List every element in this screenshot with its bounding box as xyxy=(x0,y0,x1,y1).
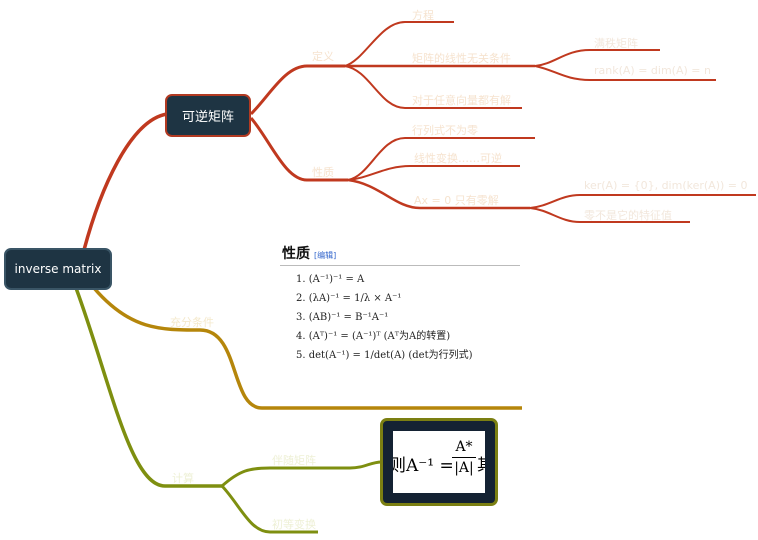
sub-label-7[interactable]: 线性变换……可逆 xyxy=(414,152,502,165)
edge-prop-3 xyxy=(347,178,530,210)
prop-branch-label[interactable]: 性质 xyxy=(312,166,334,179)
def-label[interactable]: 定义 xyxy=(312,50,334,63)
property-item-2: 2. (λA)⁻¹ = 1/λ × A⁻¹ xyxy=(296,293,402,304)
invertible-matrix-node[interactable]: 可逆矩阵 xyxy=(165,94,251,137)
sub-label-8[interactable]: Ax = 0 只有零解 xyxy=(414,194,499,207)
formula-left: 则A⁻¹ = xyxy=(393,456,454,476)
edge-main-def xyxy=(249,64,345,116)
property-item-5: 5. det(A⁻¹) = 1/det(A) (det为行列式) xyxy=(296,350,473,361)
edge-def-1 xyxy=(344,21,454,67)
sub-label-5[interactable]: rank(A) = dim(A) = n xyxy=(594,64,711,77)
sub-label-6[interactable]: 行列式不为零 xyxy=(412,124,478,137)
invertible-matrix-label: 可逆矩阵 xyxy=(181,110,234,125)
property-item-1: 1. (A⁻¹)⁻¹ = A xyxy=(296,274,365,285)
edge-root-props xyxy=(92,286,522,410)
root-node[interactable]: inverse matrix xyxy=(4,248,112,290)
edge-def-3 xyxy=(344,65,522,109)
formula-tail: 其 xyxy=(477,451,485,475)
formula-image: 则A⁻¹ = A* |A| 其 xyxy=(393,431,485,493)
calc-label[interactable]: 计算 xyxy=(172,472,194,485)
properties-title: 性质[编辑] xyxy=(282,246,337,262)
edge-prop-2 xyxy=(347,165,520,181)
formula-numerator: A* xyxy=(452,439,476,458)
edge-root-calc xyxy=(74,287,222,488)
edge-main-prop xyxy=(249,117,348,182)
property-item-3: 3. (AB)⁻¹ = B⁻¹A⁻¹ xyxy=(296,312,389,323)
calc-sub-label-2[interactable]: 初等变换 xyxy=(272,518,316,531)
edge-cond-1 xyxy=(534,49,660,67)
properties-label[interactable]: 充分条件 xyxy=(170,316,214,329)
calc-sub-label-1[interactable]: 伴随矩阵 xyxy=(272,454,316,467)
edge-prop-3a xyxy=(529,194,756,209)
sub-label-1[interactable]: 方程 xyxy=(412,9,434,22)
edge-prop-3b xyxy=(529,207,690,223)
edge-calc-1 xyxy=(221,460,383,488)
adjugate-formula-node[interactable]: 则A⁻¹ = A* |A| 其 xyxy=(380,418,498,506)
formula-fraction: A* |A| xyxy=(452,439,476,476)
root-label: inverse matrix xyxy=(14,262,102,276)
property-item-4: 4. (Aᵀ)⁻¹ = (A⁻¹)ᵀ (Aᵀ为A的转置) xyxy=(296,331,451,342)
edge-prop-1 xyxy=(347,137,535,181)
edit-link[interactable]: [编辑] xyxy=(314,251,337,260)
formula-denominator: |A| xyxy=(454,460,474,476)
sub-label-4[interactable]: 满秩矩阵 xyxy=(594,37,638,50)
properties-card: 性质[编辑] 1. (A⁻¹)⁻¹ = A 2. (λA)⁻¹ = 1/λ × … xyxy=(280,243,522,381)
edge-cond-2 xyxy=(534,65,716,81)
edge-calc-2 xyxy=(220,484,318,534)
properties-divider xyxy=(280,265,520,266)
edge-root-main xyxy=(82,112,168,251)
sub-label-10[interactable]: 零不是它的特征值 xyxy=(584,209,672,222)
sub-label-3[interactable]: 对于任意向量都有解 xyxy=(412,94,511,107)
sub-label-9[interactable]: ker(A) = {0}, dim(ker(A)) = 0 xyxy=(584,179,748,192)
sub-label-2[interactable]: 矩阵的线性无关条件 xyxy=(412,52,511,65)
